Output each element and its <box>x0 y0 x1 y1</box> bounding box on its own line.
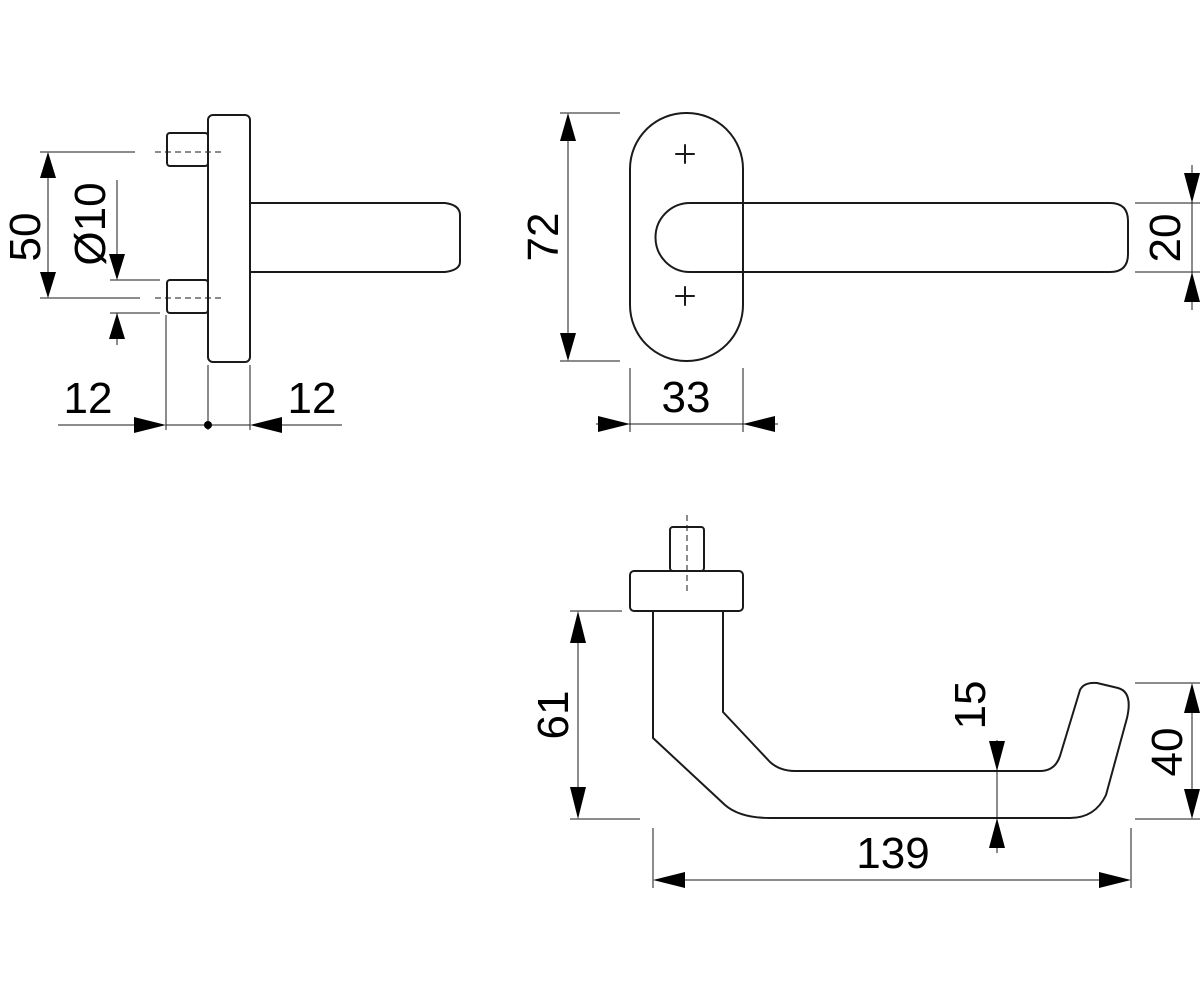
front-lever <box>654 202 1129 273</box>
front-rose-height-label: 72 <box>519 213 568 262</box>
top-height-label: 61 <box>529 691 578 740</box>
side-lever-profile <box>249 202 461 273</box>
side-left-offset-label: 12 <box>64 374 113 423</box>
side-diameter-label: Ø10 <box>66 182 115 265</box>
side-height-label: 50 <box>1 213 50 262</box>
front-rose-width-label: 33 <box>662 373 711 422</box>
side-lower-pin <box>166 279 209 314</box>
top-rose <box>629 570 744 612</box>
top-length-label: 139 <box>856 829 929 878</box>
top-thickness-label: 15 <box>946 681 995 730</box>
top-lever <box>652 610 1130 819</box>
front-view: 72 33 20 <box>519 112 1200 432</box>
front-rose <box>629 112 744 362</box>
side-rose-plate <box>207 114 251 363</box>
top-end-height-label: 40 <box>1143 728 1192 777</box>
side-right-offset-label: 12 <box>288 374 337 423</box>
side-upper-pin <box>166 132 209 167</box>
front-lever-thickness-label: 20 <box>1141 214 1190 263</box>
top-view: 61 15 40 139 <box>529 515 1200 888</box>
side-view: 50 Ø10 12 12 <box>1 114 461 433</box>
